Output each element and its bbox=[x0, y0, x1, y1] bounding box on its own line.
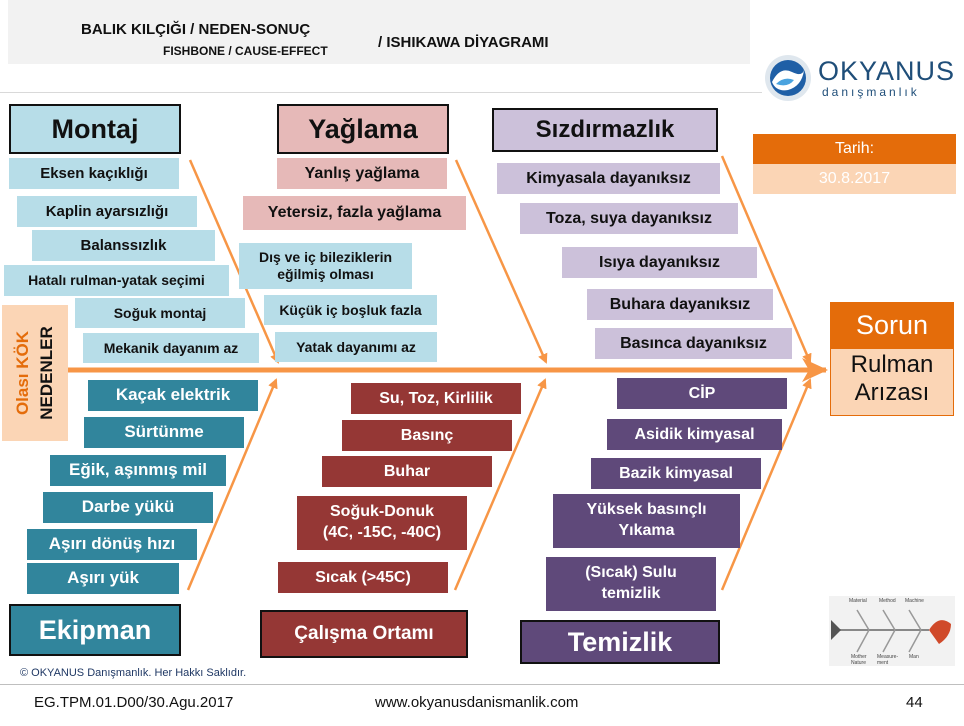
cause-yetersiz-yaglama: Yetersiz, fazla yağlama bbox=[243, 196, 466, 230]
copyright: © OKYANUS Danışmanlık. Her Hakkı Saklıdı… bbox=[20, 667, 247, 679]
cause-yatak-dayanimi: Yatak dayanımı az bbox=[275, 332, 437, 362]
cause-balanssizlik: Balanssızlık bbox=[32, 230, 215, 261]
title-line1: BALIK KILÇIĞI / NEDEN-SONUÇ bbox=[81, 21, 311, 38]
cause-soguk-montaj: Soğuk montaj bbox=[75, 298, 245, 328]
cause-soguk-donuk: Soğuk-Donuk (4C, -15C, -40C) bbox=[297, 496, 467, 550]
problem-text2: Arızası bbox=[854, 379, 930, 406]
cause-basinca: Basınca dayanıksız bbox=[595, 328, 792, 359]
cause-ic-bosluk: Küçük iç boşluk fazla bbox=[264, 295, 437, 325]
root-causes-line2: NEDENLER bbox=[37, 326, 56, 420]
cause-surtunme: Sürtünme bbox=[84, 417, 244, 448]
cause-eksen-kacikligi: Eksen kaçıklığı bbox=[9, 158, 179, 189]
cause-asiri-donus: Aşırı dönüş hızı bbox=[27, 529, 197, 560]
cause-asidik: Asidik kimyasal bbox=[607, 419, 782, 450]
cause-kaplin-ayarsizligi: Kaplin ayarsızlığı bbox=[17, 196, 197, 227]
footer-url: www.okyanusdanismanlik.com bbox=[375, 694, 579, 711]
thumb-label-method: Method bbox=[879, 598, 896, 604]
cause-sicak: Sıcak (>45C) bbox=[278, 562, 448, 593]
title-line3: / ISHIKAWA DİYAGRAMI bbox=[378, 34, 549, 51]
category-montaj: Montaj bbox=[9, 104, 181, 154]
date-value: 30.8.2017 bbox=[753, 164, 956, 194]
title-line2: FISHBONE / CAUSE-EFFECT bbox=[163, 44, 328, 58]
logo-name: OKYANUS bbox=[818, 56, 956, 86]
thumb-label-measurement: Measure-ment bbox=[877, 654, 899, 666]
cause-bilezikler: Dış ve iç bileziklerin eğilmiş olması bbox=[239, 243, 412, 289]
cause-toza-suya: Toza, suya dayanıksız bbox=[520, 203, 738, 234]
fish-skeleton-icon bbox=[831, 609, 951, 653]
cause-bazik: Bazik kimyasal bbox=[591, 458, 761, 489]
cause-yanlis-yaglama: Yanlış yağlama bbox=[277, 158, 447, 189]
cause-mekanik-dayanim: Mekanik dayanım az bbox=[83, 333, 259, 363]
footer-line bbox=[0, 684, 964, 685]
cause-yuksek-basincli-line1: Yüksek basınçlı bbox=[586, 501, 707, 519]
title-bar: BALIK KILÇIĞI / NEDEN-SONUÇ FISHBONE / C… bbox=[8, 0, 750, 64]
footer-code: EG.TPM.01.D00/30.Agu.2017 bbox=[34, 694, 234, 711]
cause-soguk-donuk-line2: (4C, -15C, -40C) bbox=[322, 524, 442, 541]
cause-sicak-sulu: (Sıcak) Sulu temizlik bbox=[546, 557, 716, 611]
cause-buhar: Buhar bbox=[322, 456, 492, 487]
cause-yuksek-basincli: Yüksek basınçlı Yıkama bbox=[553, 494, 740, 548]
thumb-label-man: Man bbox=[909, 654, 919, 660]
category-yaglama: Yağlama bbox=[277, 104, 449, 154]
problem-text1: Rulman bbox=[850, 351, 934, 378]
category-ekipman: Ekipman bbox=[9, 604, 181, 656]
wave-logo-icon bbox=[765, 55, 811, 101]
problem-box: Rulman Arızası bbox=[830, 348, 954, 416]
cause-bilezikler-line2: eğilmiş olması bbox=[277, 266, 374, 282]
thumb-label-material: Material bbox=[849, 598, 867, 604]
cause-sicak-sulu-line1: (Sıcak) Sulu bbox=[585, 564, 677, 582]
okyanus-logo: OKYANUS danışmanlık bbox=[762, 52, 958, 104]
root-causes-line1: Olası KÖK bbox=[13, 330, 32, 416]
problem-header: Sorun bbox=[830, 302, 954, 348]
thumb-label-mother-nature: Mother Nature bbox=[851, 654, 867, 666]
cause-su-toz-kirlilik: Su, Toz, Kirlilik bbox=[351, 383, 521, 414]
category-calisma-ortami: Çalışma Ortamı bbox=[260, 610, 468, 658]
cause-isiya: Isıya dayanıksız bbox=[562, 247, 757, 278]
root-causes-label: Olası KÖK NEDENLER bbox=[2, 305, 68, 441]
page-number: 44 bbox=[906, 694, 923, 711]
thumb-label-machine: Machine bbox=[905, 598, 924, 604]
cause-hatali-rulman: Hatalı rulman-yatak seçimi bbox=[4, 265, 229, 296]
cause-buhara: Buhara dayanıksız bbox=[587, 289, 773, 320]
cause-bilezikler-line1: Dış ve iç bileziklerin bbox=[258, 248, 393, 265]
logo-sub: danışmanlık bbox=[822, 85, 920, 99]
cause-cip: CİP bbox=[617, 378, 787, 409]
fishbone-thumbnail: Material Method Machine Mother Nature Me… bbox=[829, 596, 955, 666]
cause-basinc: Basınç bbox=[342, 420, 512, 451]
cause-kimyasala: Kimyasala dayanıksız bbox=[497, 163, 720, 194]
cause-soguk-donuk-line1: Soğuk-Donuk bbox=[330, 503, 434, 521]
category-sizdirmazlik: Sızdırmazlık bbox=[492, 108, 718, 152]
cause-asiri-yuk: Aşırı yük bbox=[27, 563, 179, 594]
cause-sicak-sulu-line2: temizlik bbox=[601, 585, 661, 602]
cause-darbe-yuku: Darbe yükü bbox=[43, 492, 213, 523]
cause-yuksek-basincli-line2: Yıkama bbox=[618, 522, 675, 539]
category-temizlik: Temizlik bbox=[520, 620, 720, 664]
separator-line bbox=[0, 92, 762, 93]
date-label: Tarih: bbox=[753, 134, 956, 164]
cause-egik-mil: Eğik, aşınmış mil bbox=[50, 455, 226, 486]
cause-kacak-elektrik: Kaçak elektrik bbox=[88, 380, 258, 411]
